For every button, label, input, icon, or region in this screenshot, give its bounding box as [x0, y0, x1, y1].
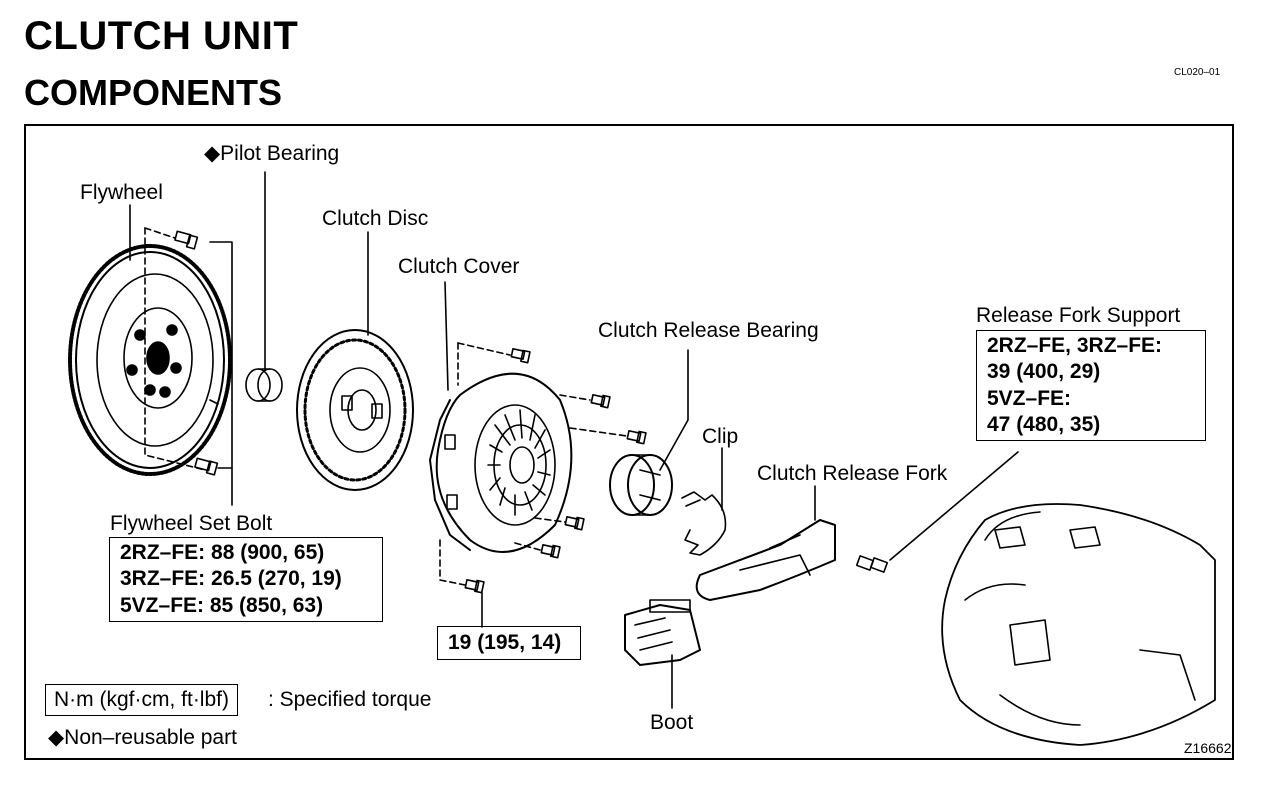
boot-label: Boot [650, 711, 694, 734]
non-reusable-marker: ◆ [204, 142, 221, 165]
boot-drawing [624, 599, 701, 709]
transmission-housing-drawing [941, 503, 1216, 746]
release-fork-support-torque-box: 2RZ–FE, 3RZ–FE: 39 (400, 29) 5VZ–FE: 47 … [976, 330, 1206, 441]
page-title: CLUTCH UNIT [24, 14, 299, 58]
page-subtitle: COMPONENTS [24, 72, 283, 113]
release-fork-support-label: Release Fork Support [976, 304, 1181, 327]
clip-label: Clip [702, 425, 739, 448]
flywheel-bolts-drawing [144, 227, 233, 506]
doc-code: CL020–01 [1174, 67, 1221, 78]
flywheel-label: Flywheel [80, 181, 163, 204]
clutch-disc-drawing [296, 231, 414, 491]
clutch-cover-drawing [429, 281, 573, 553]
flywheel-set-bolt-label: Flywheel Set Bolt [110, 512, 273, 535]
non-reusable-marker: ◆ [48, 726, 65, 749]
release-bearing-drawing [609, 349, 689, 516]
release-fork-drawing [695, 485, 836, 601]
non-reusable-legend: ◆Non–reusable part [48, 726, 237, 749]
fork-support-bolt-drawing [855, 451, 1019, 573]
clutch-cover-bolt-torque-box: 19 (195, 14) [437, 626, 581, 661]
clutch-cover-bolts-drawing [439, 342, 647, 628]
torque-unit-legend: N·m (kgf·cm, ft·lbf) [45, 684, 238, 716]
flywheel-drawing [68, 244, 232, 476]
clutch-disc-label: Clutch Disc [322, 207, 429, 230]
diagram-frame [24, 124, 1234, 760]
clutch-cover-label: Clutch Cover [398, 255, 520, 278]
torque-legend-desc: : Specified torque [268, 688, 432, 711]
pilot-bearing-label: ◆Pilot Bearing [204, 142, 340, 165]
clutch-release-bearing-label: Clutch Release Bearing [598, 319, 819, 342]
pilot-bearing-drawing [245, 171, 283, 402]
figure-code: Z16662 [1184, 740, 1232, 756]
clutch-release-fork-label: Clutch Release Fork [757, 462, 948, 485]
flywheel-set-bolt-torque-box: 2RZ–FE: 88 (900, 65) 3RZ–FE: 26.5 (270, … [109, 537, 383, 622]
clip-drawing [681, 447, 727, 556]
